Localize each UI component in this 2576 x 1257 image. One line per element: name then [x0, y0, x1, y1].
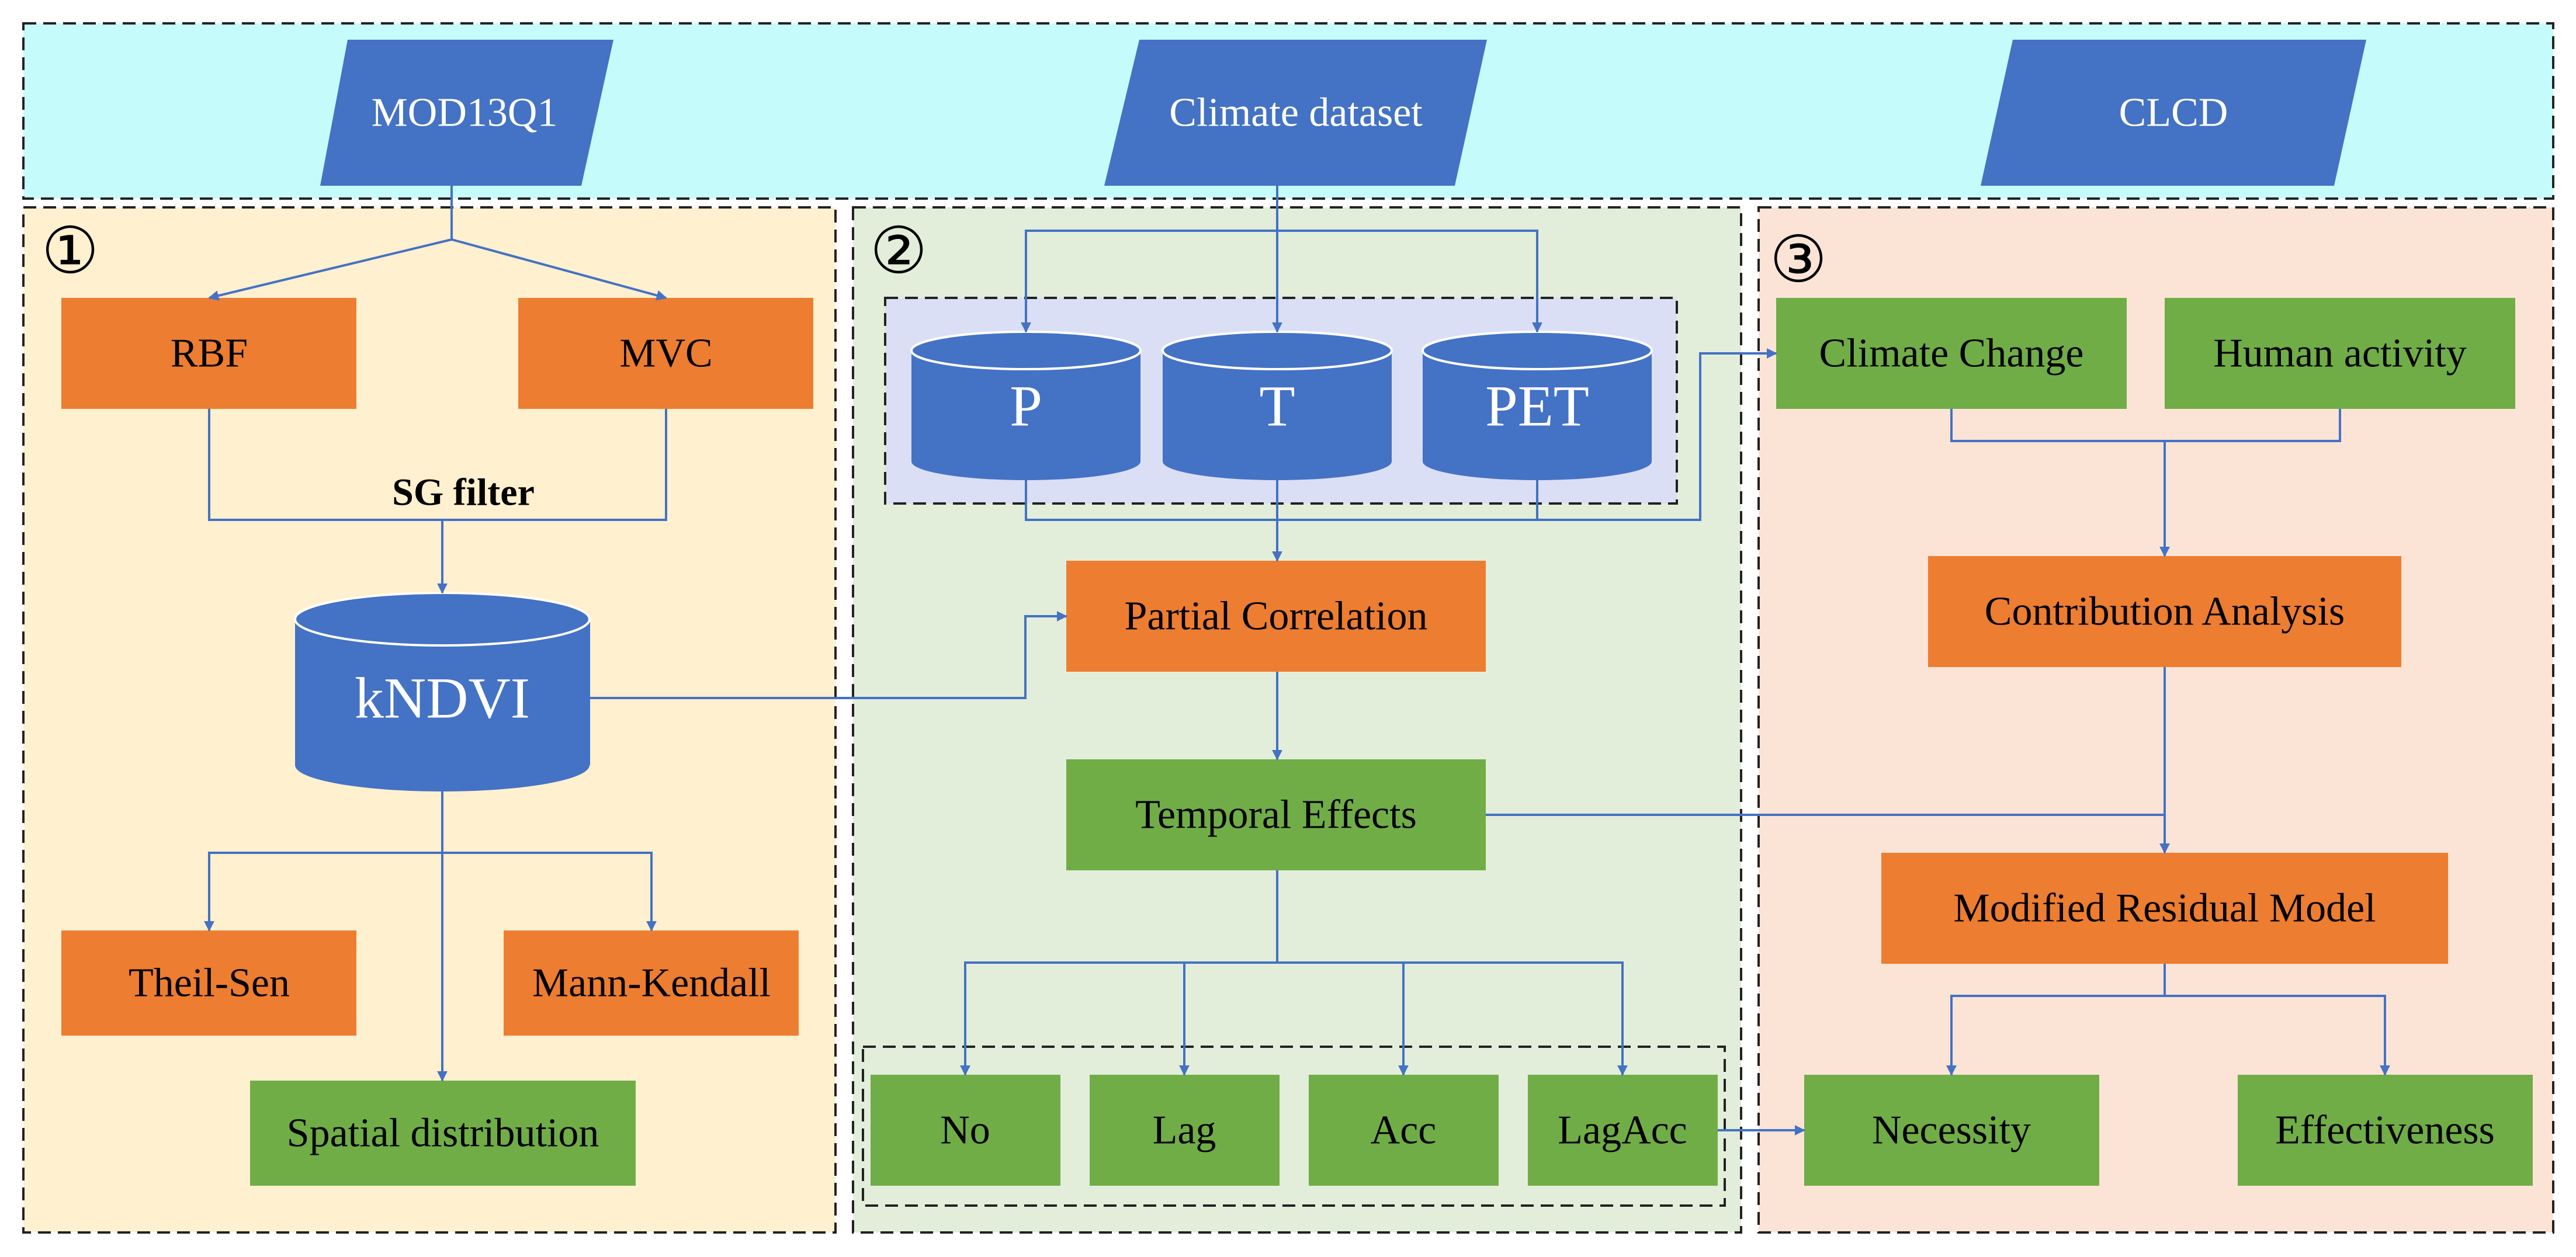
arrow-kndvi-to-partial [590, 611, 1067, 699]
mann-kendall-label: Mann-Kendall [532, 961, 771, 1006]
connector-rbf-mvc-join [208, 409, 667, 521]
arrow-to-necessity [1946, 995, 2165, 1076]
climate-dataset-source-shape [1104, 40, 1487, 186]
effectiveness-label: Effectiveness [2275, 1108, 2495, 1153]
clcd-label: CLCD [2119, 91, 2228, 136]
pet-cylinder [1422, 331, 1653, 480]
acc-label: Acc [1371, 1108, 1437, 1153]
arrow-to-effectiveness [2165, 995, 2390, 1076]
arrow-to-mvc [451, 238, 667, 301]
necessity-label: Necessity [1872, 1108, 2031, 1153]
sg-filter-label: SG filter [392, 471, 535, 514]
acc-box [1309, 1075, 1499, 1186]
lagacc-box [1528, 1075, 1718, 1186]
lagacc-label: LagAcc [1558, 1108, 1687, 1153]
theil-sen-label: Theil-Sen [129, 961, 290, 1006]
mann-kendall-box [504, 930, 799, 1036]
rbf-box [61, 298, 356, 409]
arrow-to-climate-change [1537, 348, 1777, 521]
arrow-to-lagacc [1277, 961, 1628, 1076]
arrow-to-pet [1277, 230, 1542, 333]
contribution-analysis-label: Contribution Analysis [1985, 589, 2345, 634]
mvc-label: MVC [619, 331, 712, 376]
human-activity-label: Human activity [2213, 331, 2467, 376]
panel-3-number: ③ [1770, 224, 1828, 296]
mod13q1-source-shape [320, 40, 613, 186]
arrow-to-p [1021, 230, 1277, 333]
contribution-analysis-box [1928, 556, 2401, 667]
modified-residual-model-box [1881, 853, 2448, 964]
t-label: T [1259, 374, 1295, 439]
connector-vars-join [1025, 480, 1538, 521]
arrow-to-mann-kendall [442, 852, 657, 932]
connectors [204, 186, 2390, 1136]
necessity-box [1804, 1075, 2099, 1186]
temporal-effects-box [1066, 759, 1486, 870]
arrow-to-no [960, 961, 1277, 1076]
p-cylinder [910, 331, 1142, 480]
climate-dataset-label: Climate dataset [1169, 91, 1423, 136]
rbf-label: RBF [171, 331, 248, 376]
connector-cc-ha-join [1950, 409, 2341, 442]
clcd-source-shape [1981, 40, 2366, 186]
theil-sen-box [61, 930, 356, 1036]
human-activity-box [2165, 298, 2515, 409]
panel-1-number: ① [41, 216, 99, 287]
effectiveness-box [2238, 1075, 2533, 1186]
modified-residual-model-label: Modified Residual Model [1953, 886, 2376, 931]
panel-2-number: ② [870, 216, 928, 287]
pet-label: PET [1485, 374, 1589, 439]
kndvi-label: kNDVI [355, 666, 530, 731]
lag-box [1090, 1075, 1280, 1186]
climate-change-label: Climate Change [1819, 331, 2084, 376]
arrow-to-rbf [208, 238, 452, 301]
partial-correlation-label: Partial Correlation [1124, 594, 1427, 639]
p-label: P [1010, 374, 1042, 439]
climate-change-box [1776, 298, 2127, 409]
partial-correlation-box [1066, 561, 1486, 672]
t-cylinder [1162, 331, 1393, 480]
spatial-distribution-label: Spatial distribution [287, 1111, 599, 1156]
temporal-effects-label: Temporal Effects [1135, 793, 1417, 838]
mvc-box [518, 298, 813, 409]
temporal-group [862, 1046, 1726, 1207]
no-box [871, 1075, 1060, 1186]
kndvi-cylinder [294, 592, 591, 791]
spatial-distribution-box [250, 1081, 636, 1186]
no-label: No [940, 1108, 990, 1153]
mod13q1-label: MOD13Q1 [372, 91, 558, 136]
lag-label: Lag [1153, 1108, 1216, 1153]
